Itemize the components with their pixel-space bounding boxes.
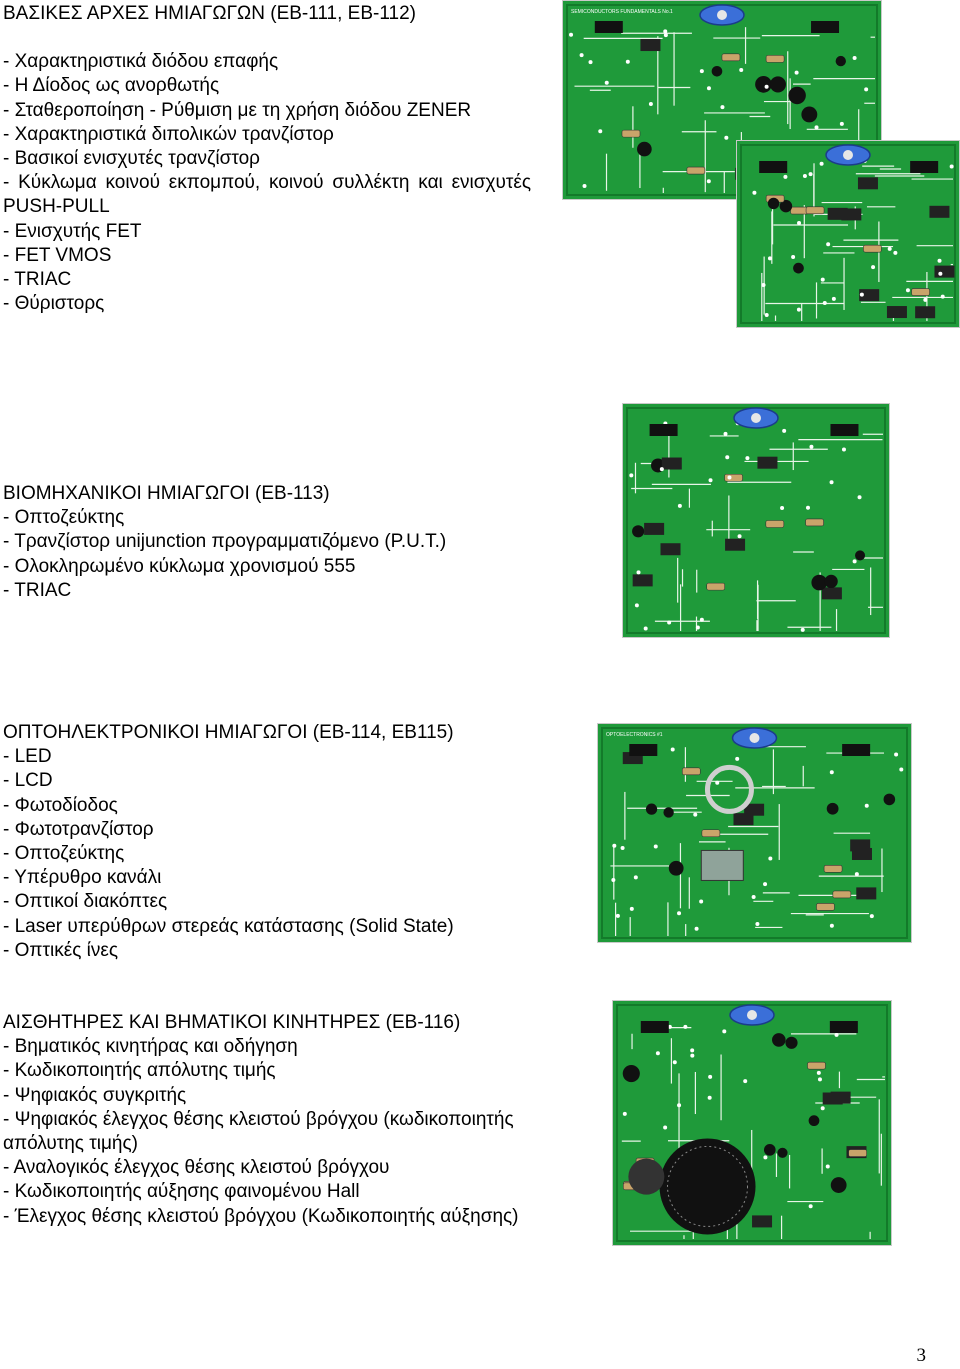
pcb-board-image-eb116 [612, 1000, 892, 1246]
section-optoelectronic-semiconductors: ΟΠΤΟΗΛΕΚΤΡΟΝΙΚΟΙ ΗΜΙΑΓΩΓΟΙ (ΕΒ-114, ΕΒ11… [3, 721, 593, 963]
list-item: - Αναλογικός έλεγχος θέσης κλειστού βρόγ… [3, 1157, 390, 1179]
list-item: - Έλεγχος θέσης κλειστού βρόγχου (Κωδικο… [3, 1205, 519, 1227]
list-item: - Υπέρυθρο κανάλι [3, 867, 162, 889]
section-sensors-stepper-motors: ΑΙΣΘΗΤΗΡΕΣ ΚΑΙ ΒΗΜΑΤΙΚΟΙ ΚΙΝΗΤΗΡΕΣ (ΕΒ-1… [3, 1011, 593, 1229]
list-item: - Ψηφιακός έλεγχος θέσης κλειστού βρόγχο… [3, 1108, 514, 1155]
list-item: - Χαρακτηριστικά διπολικών τρανζίστορ [3, 123, 334, 145]
pcb-board-image-eb111: SEMICONDUCTORS FUNDAMENTALS No.1 [562, 0, 882, 200]
list-item: - TRIAC [3, 269, 72, 291]
list-item: - Θύριστορς [3, 293, 105, 315]
list-item: - Κωδικοποιητής απόλυτης τιμής [3, 1060, 276, 1082]
list-item: - Η Δίοδος ως ανορθωτής [3, 75, 220, 97]
pcb-board-image-eb113 [622, 403, 890, 638]
list-item: - LED [3, 746, 52, 768]
list-item: - Κύκλωμα κοινού εκπομπού, κοινού συλλέκ… [3, 172, 531, 218]
section-title: ΟΠΤΟΗΛΕΚΤΡΟΝΙΚΟΙ ΗΜΙΑΓΩΓΟΙ (ΕΒ-114, ΕΒ11… [3, 722, 454, 743]
list-item: - Οπτοζεύκτης [3, 843, 125, 865]
list-item: - TRIAC [3, 579, 72, 601]
board-label: SEMICONDUCTORS FUNDAMENTALS No.1 [571, 9, 673, 15]
list-item: - Τρανζίστορ unijunction προγραμματιζόμε… [3, 531, 447, 553]
board-label: OPTOELECTRONICS #1 [606, 732, 663, 738]
section-title: ΒΙΟΜΗΧΑΝΙΚΟΙ ΗΜΙΑΓΩΓΟΙ (ΕΒ-113) [3, 483, 330, 504]
page-number: 3 [916, 1345, 927, 1366]
list-item: - Βηματικός κινητήρας και οδήγηση [3, 1036, 298, 1058]
list-item: - Ολοκληρωμένο κύκλωμα χρονισμού 555 [3, 555, 356, 577]
list-item: - Laser υπερύθρων στερεάς κατάστασης (So… [3, 915, 454, 937]
list-item: - Ψηφιακός συγκριτής [3, 1084, 187, 1106]
list-item: - LCD [3, 770, 53, 792]
list-item: - Φωτοτρανζίστορ [3, 818, 154, 840]
list-item: - Σταθεροποίηση - Ρύθμιση με τη χρήση δι… [3, 99, 472, 121]
section-title: ΒΑΣΙΚΕΣ ΑΡΧΕΣ ΗΜΙΑΓΩΓΩΝ (ΕΒ-111, ΕΒ-112) [3, 3, 416, 24]
section-industrial-semiconductors: ΒΙΟΜΗΧΑΝΙΚΟΙ ΗΜΙΑΓΩΓΟΙ (ΕΒ-113) - Οπτοζε… [3, 482, 603, 603]
pcb-board-image-eb114: OPTOELECTRONICS #1 [597, 723, 912, 943]
list-item: - Φωτοδίοδος [3, 794, 118, 816]
list-item: - Βασικοί ενισχυτές τρανζίστορ [3, 148, 260, 170]
list-item: - Οπτικοί διακόπτες [3, 891, 168, 913]
list-item: - FET VMOS [3, 244, 112, 266]
list-item: - Οπτοζεύκτης [3, 507, 125, 529]
list-item: - Κωδικοποιητής αύξησης φαινομένου Hall [3, 1181, 360, 1203]
list-item: - Ενισχυτής FET [3, 220, 142, 242]
section-basic-semiconductors: ΒΑΣΙΚΕΣ ΑΡΧΕΣ ΗΜΙΑΓΩΓΩΝ (ΕΒ-111, ΕΒ-112)… [3, 2, 558, 316]
section-title: ΑΙΣΘΗΤΗΡΕΣ ΚΑΙ ΒΗΜΑΤΙΚΟΙ ΚΙΝΗΤΗΡΕΣ (ΕΒ-1… [3, 1012, 461, 1033]
pcb-board-image-eb112 [736, 140, 960, 328]
list-item: - Οπτικές ίνες [3, 939, 118, 961]
list-item: - Χαρακτηριστικά διόδου επαφής [3, 51, 279, 73]
